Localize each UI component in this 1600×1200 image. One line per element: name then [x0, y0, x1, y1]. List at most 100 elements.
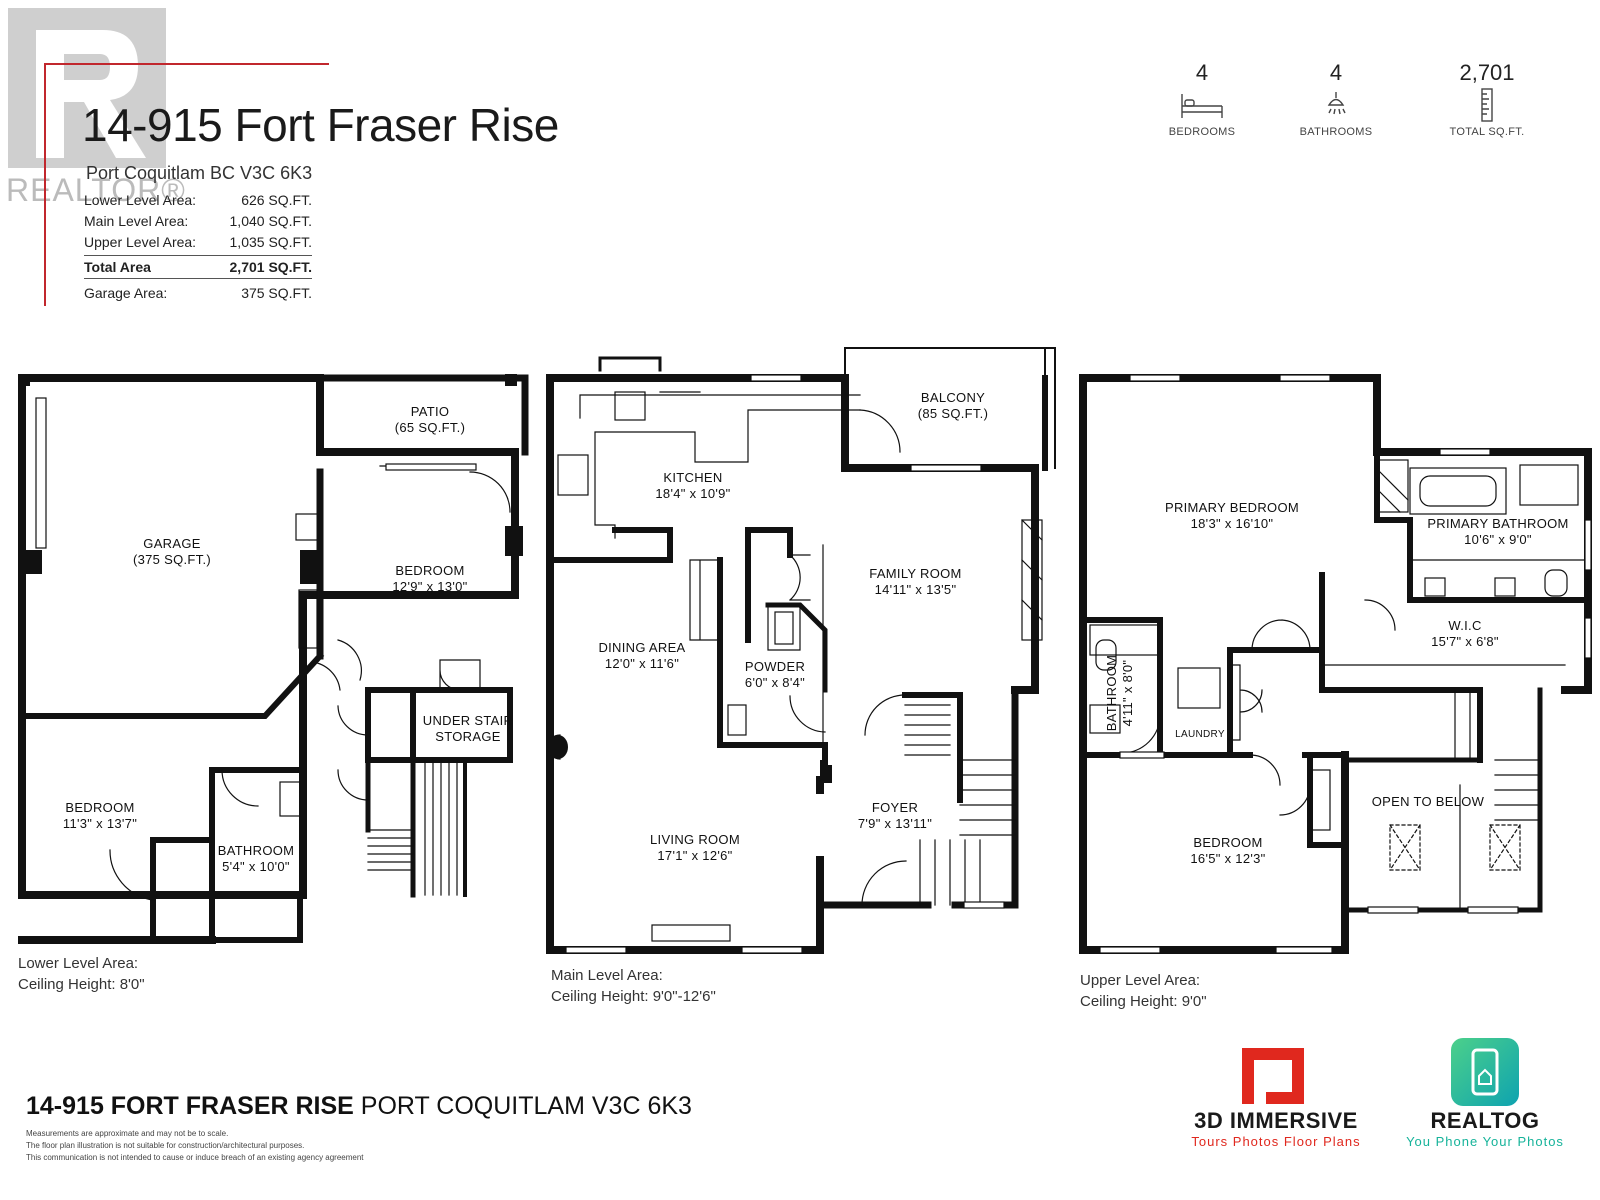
disclaimer-line: Measurements are approximate and may not…	[26, 1129, 229, 1138]
accent-line	[44, 63, 329, 65]
room-name: BEDROOM	[395, 563, 465, 578]
room-name: LAUNDRY	[1175, 729, 1225, 740]
stat-label: TOTAL SQ.FT.	[1449, 126, 1525, 138]
room-laundry: LAUNDRY	[1170, 727, 1230, 743]
area-label: Garage Area:	[84, 285, 168, 301]
room-name: W.I.C	[1448, 618, 1482, 633]
footer-address-city: PORT COQUITLAM V3C 6K3	[353, 1092, 692, 1120]
stat-label: BATHROOMS	[1299, 126, 1373, 138]
room-size: (65 SQ.FT.)	[394, 420, 466, 435]
brand-name: REALTOG	[1430, 1108, 1540, 1133]
room-size: STORAGE	[435, 729, 501, 744]
footer-address-street: 14-915 FORT FRASER RISE	[26, 1092, 354, 1120]
room-size: 15'7" x 6'8"	[1431, 634, 1499, 649]
room-size: 4'11" x 8'0"	[1120, 659, 1135, 727]
area-value: 626 SQ.FT.	[241, 192, 312, 208]
room-size: (375 SQ.FT.)	[132, 552, 211, 567]
3d-immersive-logo-icon	[1242, 1048, 1304, 1104]
stat-total-sqft: 2,701 TOTAL SQ.FT.	[1432, 60, 1542, 138]
room-size: 5'4" x 10'0"	[222, 859, 290, 874]
room-size: 12'9" x 13'0"	[392, 579, 468, 594]
room-name: POWDER	[744, 659, 806, 674]
room-name: DINING AREA	[598, 640, 686, 655]
area-label: Main Level Area:	[84, 213, 189, 229]
stat-value: 4	[1329, 60, 1343, 85]
room-size: 14'11" x 13'5"	[874, 582, 957, 597]
area-label: Lower Level Area:	[84, 192, 197, 208]
area-summary: Lower Level Area: 626 SQ.FT. Main Level A…	[84, 190, 312, 304]
room-name: PRIMARY BEDROOM	[1164, 500, 1300, 515]
disclaimer: Measurements are approximate and may not…	[26, 1128, 364, 1164]
brand-tagline: You Phone Your Photos	[1406, 1134, 1564, 1149]
room-size: 7'9" x 13'11"	[857, 816, 933, 831]
stat-label: BEDROOMS	[1168, 126, 1236, 138]
disclaimer-line: This communication is not intended to ca…	[26, 1153, 364, 1162]
room-name: OPEN TO BELOW	[1371, 794, 1485, 809]
level-ceiling-height: Ceiling Height: 8'0"	[18, 976, 145, 993]
room-size: 18'3" x 16'10"	[1190, 516, 1274, 531]
room-garage: GARAGE(375 SQ.FT.)	[112, 536, 232, 568]
room-name: KITCHEN	[663, 470, 723, 485]
room-name: BEDROOM	[65, 800, 135, 815]
level-ceiling-height: Ceiling Height: 9'0"-12'6"	[551, 988, 716, 1005]
room-name: GARAGE	[143, 536, 201, 551]
stat-bedrooms: 4 BEDROOMS	[1147, 60, 1257, 138]
upper-level-walls	[1079, 374, 1592, 954]
stat-value: 4	[1195, 60, 1209, 85]
room-name: FAMILY ROOM	[869, 566, 962, 581]
footer-address: 14-915 FORT FRASER RISE PORT COQUITLAM V…	[26, 1092, 692, 1121]
room-name: BEDROOM	[1193, 835, 1263, 850]
area-label: Upper Level Area:	[84, 234, 197, 250]
upper-level-details	[1089, 459, 1589, 911]
ruler-icon	[1432, 88, 1542, 122]
level-area-label: Main Level Area:	[551, 967, 663, 984]
room-size: 6'0" x 8'4"	[744, 675, 806, 690]
room-name: PATIO	[410, 404, 450, 419]
area-row: Upper Level Area:1,035 SQ.FT.	[84, 232, 312, 253]
room-name: UNDER STAIR	[422, 713, 514, 728]
shower-icon	[1281, 88, 1391, 122]
room-open-to-below: OPEN TO BELOW	[1368, 794, 1488, 810]
disclaimer-line: The floor plan illustration is not suita…	[26, 1141, 305, 1150]
main-level-details	[547, 391, 1043, 942]
room-patio: PATIO(65 SQ.FT.)	[370, 404, 490, 436]
room-size: (85 SQ.FT.)	[917, 406, 989, 421]
room-name: FOYER	[871, 800, 919, 815]
level-ceiling-height: Ceiling Height: 9'0"	[1080, 993, 1207, 1010]
area-value: 1,040 SQ.FT.	[229, 213, 312, 229]
room-name: PRIMARY BATHROOM	[1427, 516, 1569, 531]
area-label: Total Area	[84, 259, 151, 275]
page-title: 14-915 Fort Fraser Rise	[82, 99, 559, 151]
area-row: Lower Level Area: 626 SQ.FT.	[84, 190, 312, 211]
brand-name: 3D IMMERSIVE	[1194, 1108, 1358, 1133]
room-name: BATHROOM	[217, 843, 295, 858]
room-size: 10'6" x 9'0"	[1464, 532, 1532, 547]
level-area-label: Lower Level Area:	[18, 955, 139, 972]
realtog-app-icon	[1451, 1038, 1519, 1106]
level-area-label: Upper Level Area:	[1080, 972, 1201, 989]
3d-immersive-brand: 3D IMMERSIVE Tours Photos Floor Plans	[1186, 1108, 1366, 1149]
upper-level-note: Upper Level Area: Ceiling Height: 9'0"	[1080, 970, 1207, 1012]
room-size: 11'3" x 13'7"	[62, 816, 138, 831]
realtor-watermark: REALTOR®	[6, 172, 186, 208]
brand-tagline: Tours Photos Floor Plans	[1191, 1134, 1361, 1149]
stat-value: 2,701	[1459, 60, 1515, 85]
area-value: 375 SQ.FT.	[241, 285, 312, 301]
main-level-note: Main Level Area: Ceiling Height: 9'0"-12'…	[551, 965, 716, 1007]
room-size: 17'1" x 12'6"	[657, 848, 733, 863]
